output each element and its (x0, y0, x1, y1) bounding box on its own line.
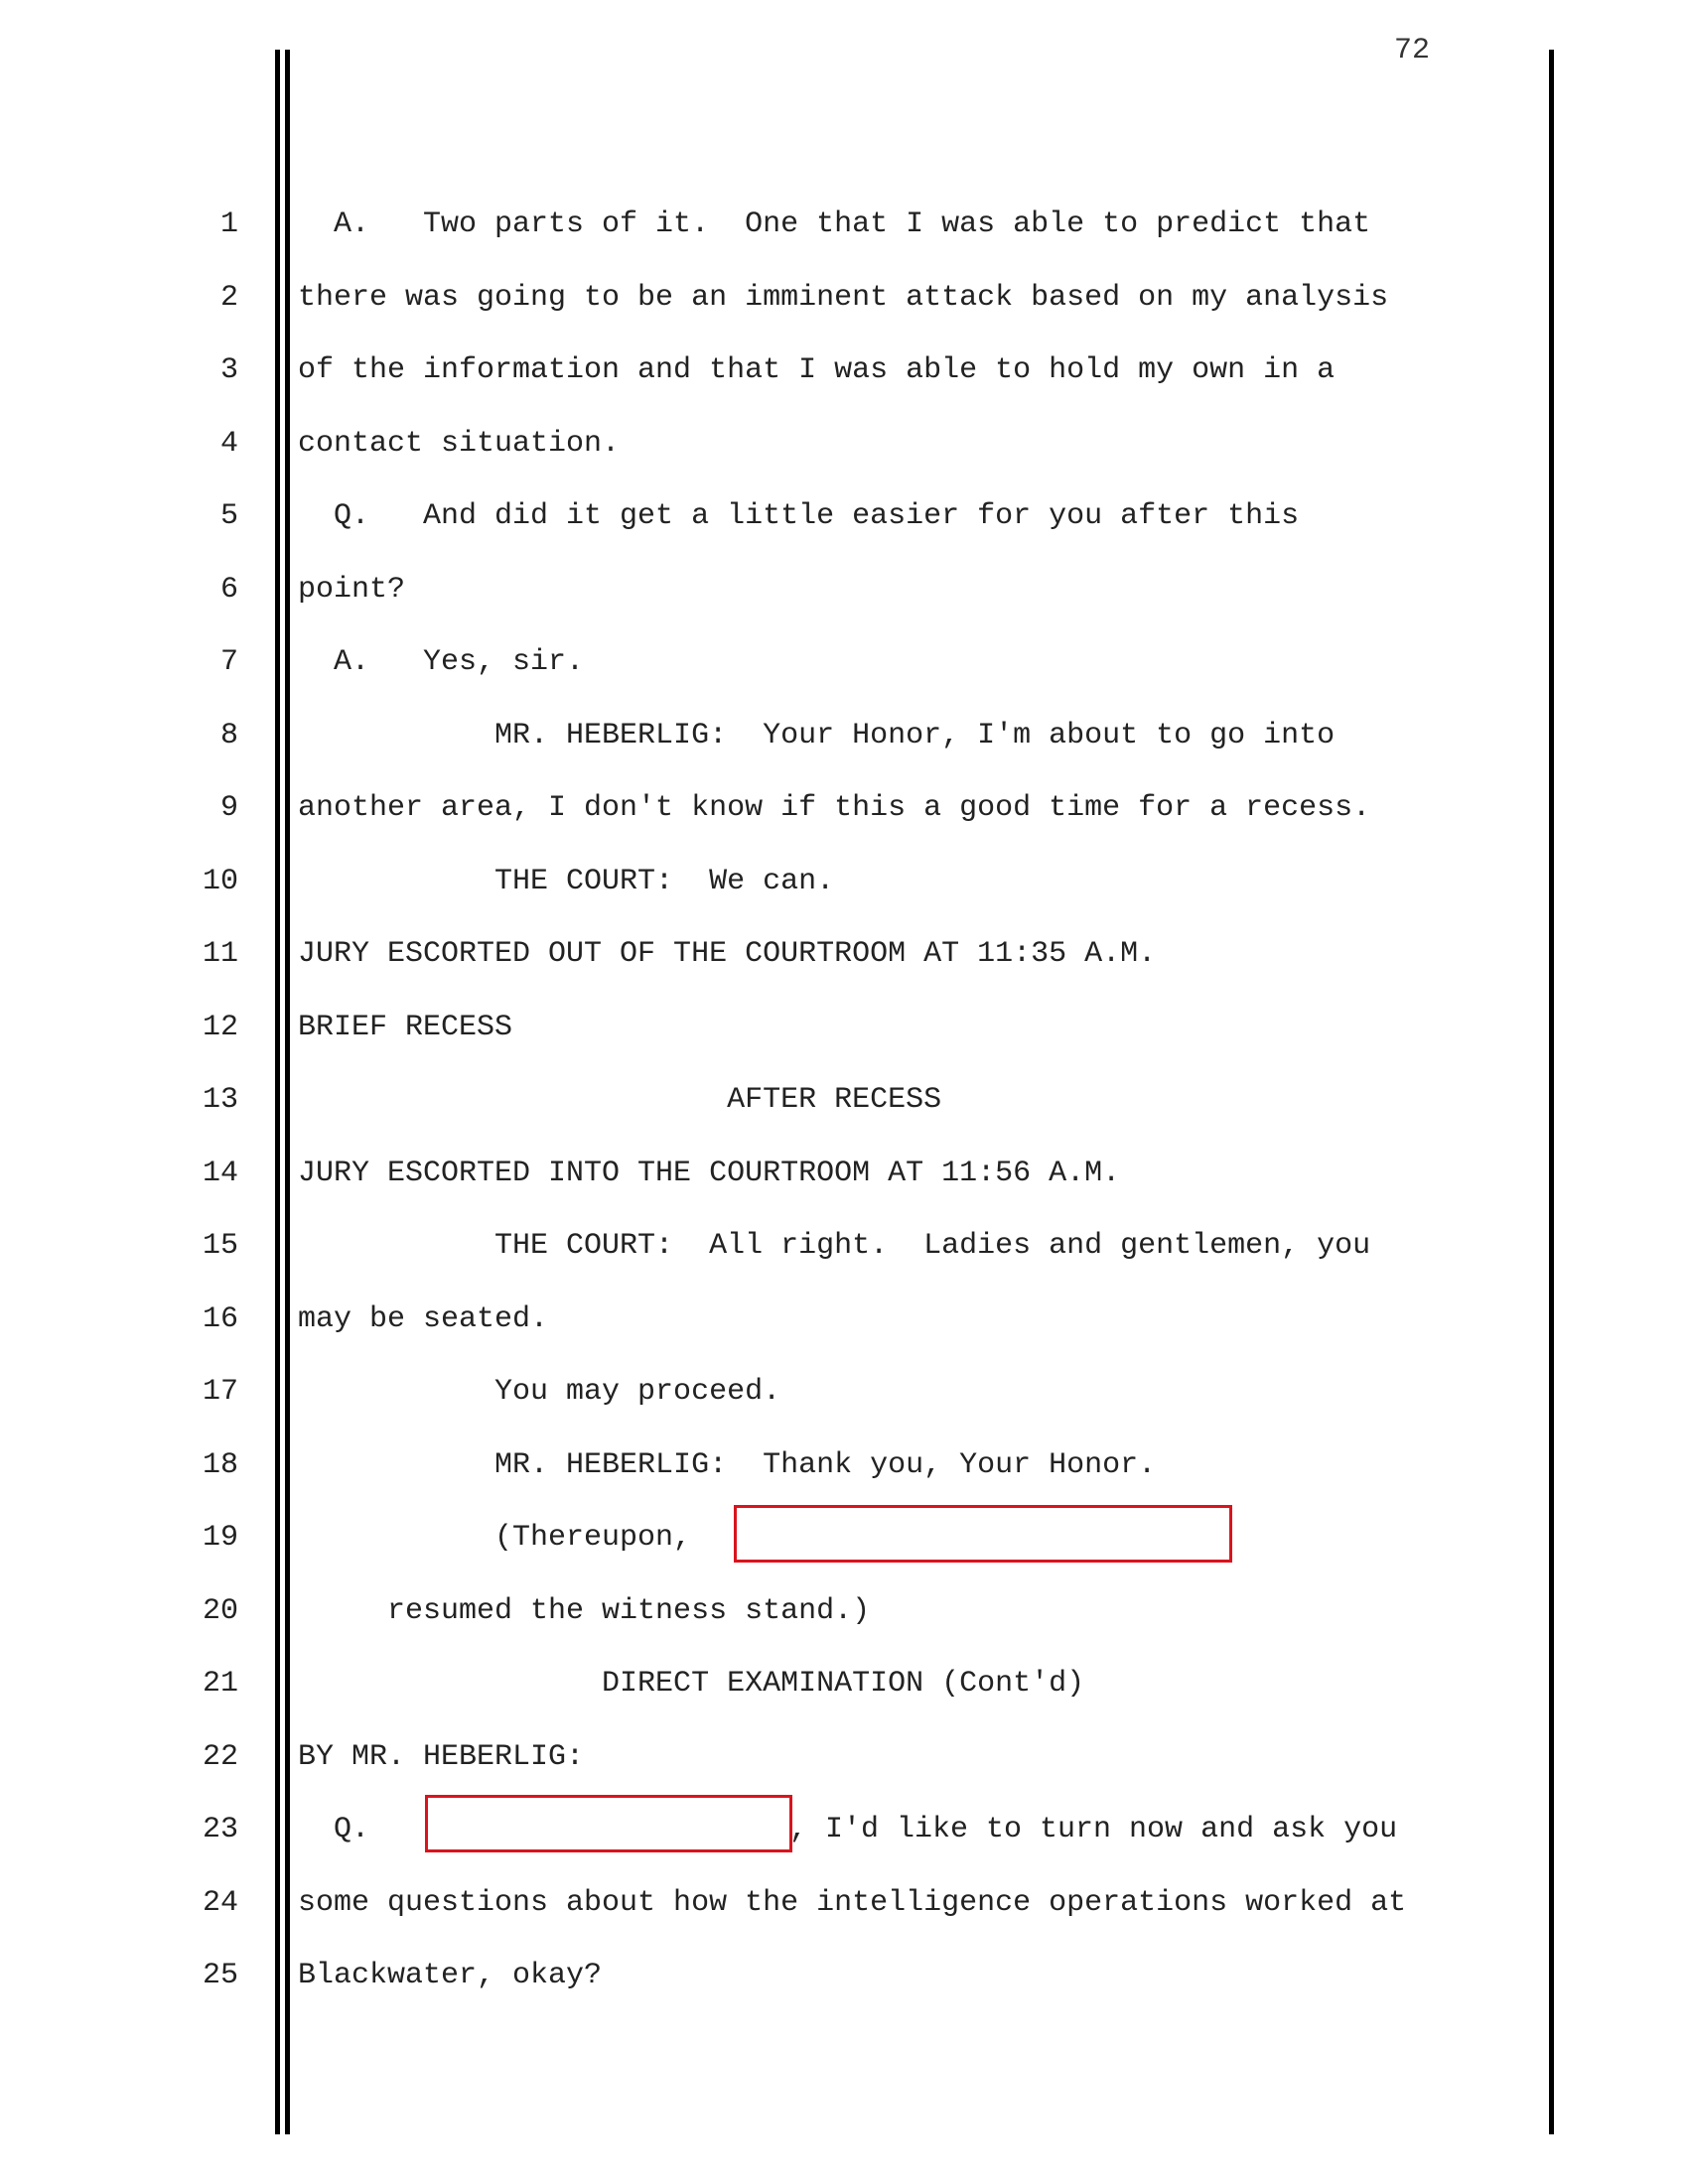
right-margin-rule (1549, 50, 1554, 2134)
line-number: 2 (219, 280, 238, 315)
line-text: AFTER RECESS (298, 1083, 942, 1117)
line-number: 16 (202, 1301, 238, 1336)
line-number: 13 (202, 1083, 238, 1117)
line-text: DIRECT EXAMINATION (Cont'd) (298, 1667, 1085, 1701)
transcript-line: 10 THE COURT: We can. (0, 857, 1688, 906)
left-margin-rule-inner (285, 50, 290, 2134)
line-text: of the information and that I was able t… (298, 353, 1336, 387)
transcript-line: 20 resumed the witness stand.) (0, 1586, 1688, 1636)
line-text: BRIEF RECESS (298, 1010, 513, 1044)
line-text: point? (298, 572, 406, 607)
transcript-line: 15 THE COURT: All right. Ladies and gent… (0, 1221, 1688, 1271)
line-text: may be seated. (298, 1301, 549, 1336)
transcript-line: 3 of the information and that I was able … (0, 345, 1688, 395)
line-text: MR. HEBERLIG: Thank you, Your Honor. (298, 1447, 1157, 1482)
line-text: there was going to be an imminent attack… (298, 280, 1389, 315)
transcript-line: 11 JURY ESCORTED OUT OF THE COURTROOM AT … (0, 929, 1688, 979)
transcript-line: 14 JURY ESCORTED INTO THE COURTROOM AT 11… (0, 1149, 1688, 1198)
line-text: A. Two parts of it. One that I was able … (298, 207, 1371, 241)
transcript-line: 5 Q. And did it get a little easier for … (0, 491, 1688, 541)
line-number: 5 (219, 499, 238, 533)
line-text: another area, I don't know if this a goo… (298, 791, 1371, 825)
transcript-line: 23 Q. (0, 1805, 1688, 1854)
line-number: 20 (202, 1593, 238, 1628)
line-text: THE COURT: We can. (298, 864, 835, 898)
line-number: 15 (202, 1229, 238, 1263)
line-number: 8 (219, 718, 238, 752)
transcript-line: 9 another area, I don't know if this a go… (0, 783, 1688, 833)
line-text: MR. HEBERLIG: Your Honor, I'm about to g… (298, 718, 1336, 752)
line-text: (Thereupon, (298, 1521, 692, 1555)
transcript-line: 16 may be seated. (0, 1295, 1688, 1344)
line-number: 7 (219, 645, 238, 679)
transcript-line: 18 MR. HEBERLIG: Thank you, Your Honor. (0, 1440, 1688, 1490)
line-text: JURY ESCORTED INTO THE COURTROOM AT 11:5… (298, 1156, 1121, 1190)
line-text: You may proceed. (298, 1375, 781, 1409)
transcript-line: 24 some questions about how the intellige… (0, 1878, 1688, 1928)
transcript-line: 1 A. Two parts of it. One that I was abl… (0, 200, 1688, 249)
line-number: 17 (202, 1375, 238, 1409)
line-text: BY MR. HEBERLIG: (298, 1739, 585, 1774)
line-number: 18 (202, 1447, 238, 1482)
line-number: 3 (219, 353, 238, 387)
line-23-continuation: , I'd like to turn now and ask you (789, 1813, 1398, 1846)
line-number: 12 (202, 1010, 238, 1044)
line-number: 1 (219, 207, 238, 241)
transcript-line: 21 DIRECT EXAMINATION (Cont'd) (0, 1659, 1688, 1708)
line-number: 14 (202, 1156, 238, 1190)
transcript-line: 19 (Thereupon, (0, 1513, 1688, 1563)
redaction-box-witness-name (734, 1505, 1232, 1563)
left-margin-rule-outer (275, 50, 280, 2134)
line-text: resumed the witness stand.) (298, 1593, 871, 1628)
line-text: A. Yes, sir. (298, 645, 585, 679)
line-text: JURY ESCORTED OUT OF THE COURTROOM AT 11… (298, 937, 1157, 971)
line-text: contact situation. (298, 426, 621, 461)
line-number: 25 (202, 1959, 238, 1992)
line-number: 11 (202, 937, 238, 971)
transcript-line: 22 BY MR. HEBERLIG: (0, 1732, 1688, 1782)
line-text: some questions about how the intelligenc… (298, 1885, 1407, 1920)
line-number: 9 (219, 791, 238, 825)
line-number: 22 (202, 1739, 238, 1774)
transcript-line: 17 You may proceed. (0, 1367, 1688, 1417)
transcript-line: 25 Blackwater, okay? (0, 1951, 1688, 2000)
transcript-line: 6 point? (0, 565, 1688, 614)
line-text: Q. (298, 1813, 370, 1846)
line-number: 19 (202, 1521, 238, 1555)
line-text: Blackwater, okay? (298, 1959, 603, 1992)
line-text: Q. And did it get a little easier for yo… (298, 499, 1300, 533)
page-number: 72 (1393, 34, 1430, 68)
line-number: 23 (202, 1813, 238, 1846)
transcript-line: 4 contact situation. (0, 419, 1688, 469)
redaction-box-question-name (425, 1795, 792, 1852)
line-number: 6 (219, 572, 238, 607)
transcript-line: 7 A. Yes, sir. (0, 637, 1688, 687)
line-number: 24 (202, 1885, 238, 1920)
line-number: 21 (202, 1667, 238, 1701)
transcript-line: 8 MR. HEBERLIG: Your Honor, I'm about to… (0, 711, 1688, 760)
line-text: THE COURT: All right. Ladies and gentlem… (298, 1229, 1371, 1263)
transcript-line: 13 AFTER RECESS (0, 1075, 1688, 1125)
line-number: 4 (219, 426, 238, 461)
line-number: 10 (202, 864, 238, 898)
transcript-line: 2 there was going to be an imminent attac… (0, 273, 1688, 323)
transcript-line: 12 BRIEF RECESS (0, 1003, 1688, 1052)
